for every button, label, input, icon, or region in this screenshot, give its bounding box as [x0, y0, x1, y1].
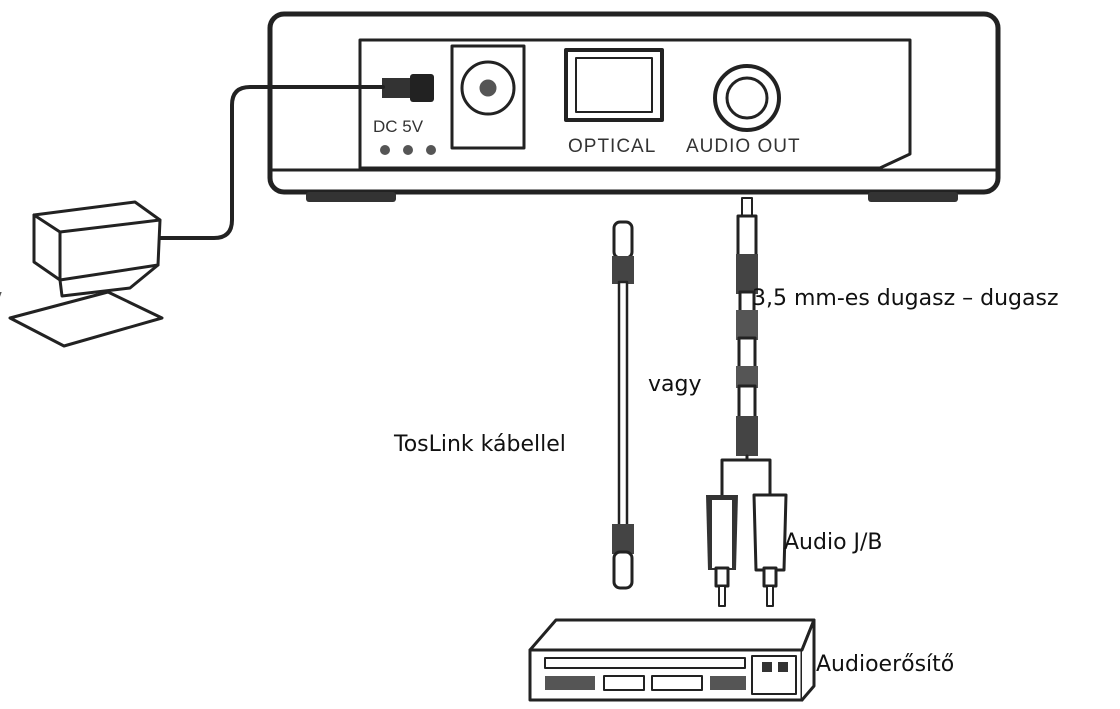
rca-plug-icon [752, 493, 788, 607]
jack-cable-label: 3,5 mm-es dugasz – dugasz [752, 286, 1059, 311]
round-socket [450, 44, 526, 150]
rca-plug-icon [706, 495, 738, 607]
or-label: vagy [648, 372, 702, 397]
toslink-label: TosLink kábellel [394, 432, 566, 457]
dc-jack: DC 5V [373, 74, 436, 155]
optical-label: OPTICAL [568, 136, 656, 157]
power-cable [158, 85, 385, 240]
dc-label: DC 5V [373, 117, 424, 136]
amplifier-label: Audioerősítő [816, 652, 955, 677]
audio-out-port: AUDIO OUT [686, 64, 801, 157]
audio-out-label: AUDIO OUT [686, 136, 801, 157]
jack-cable [720, 197, 772, 497]
power-adapter-icon [0, 200, 164, 348]
optical-port: OPTICAL [564, 48, 664, 157]
rca-label: Audio J/B [784, 530, 883, 555]
amplifier-icon [528, 618, 816, 702]
toslink-cable [612, 220, 634, 590]
